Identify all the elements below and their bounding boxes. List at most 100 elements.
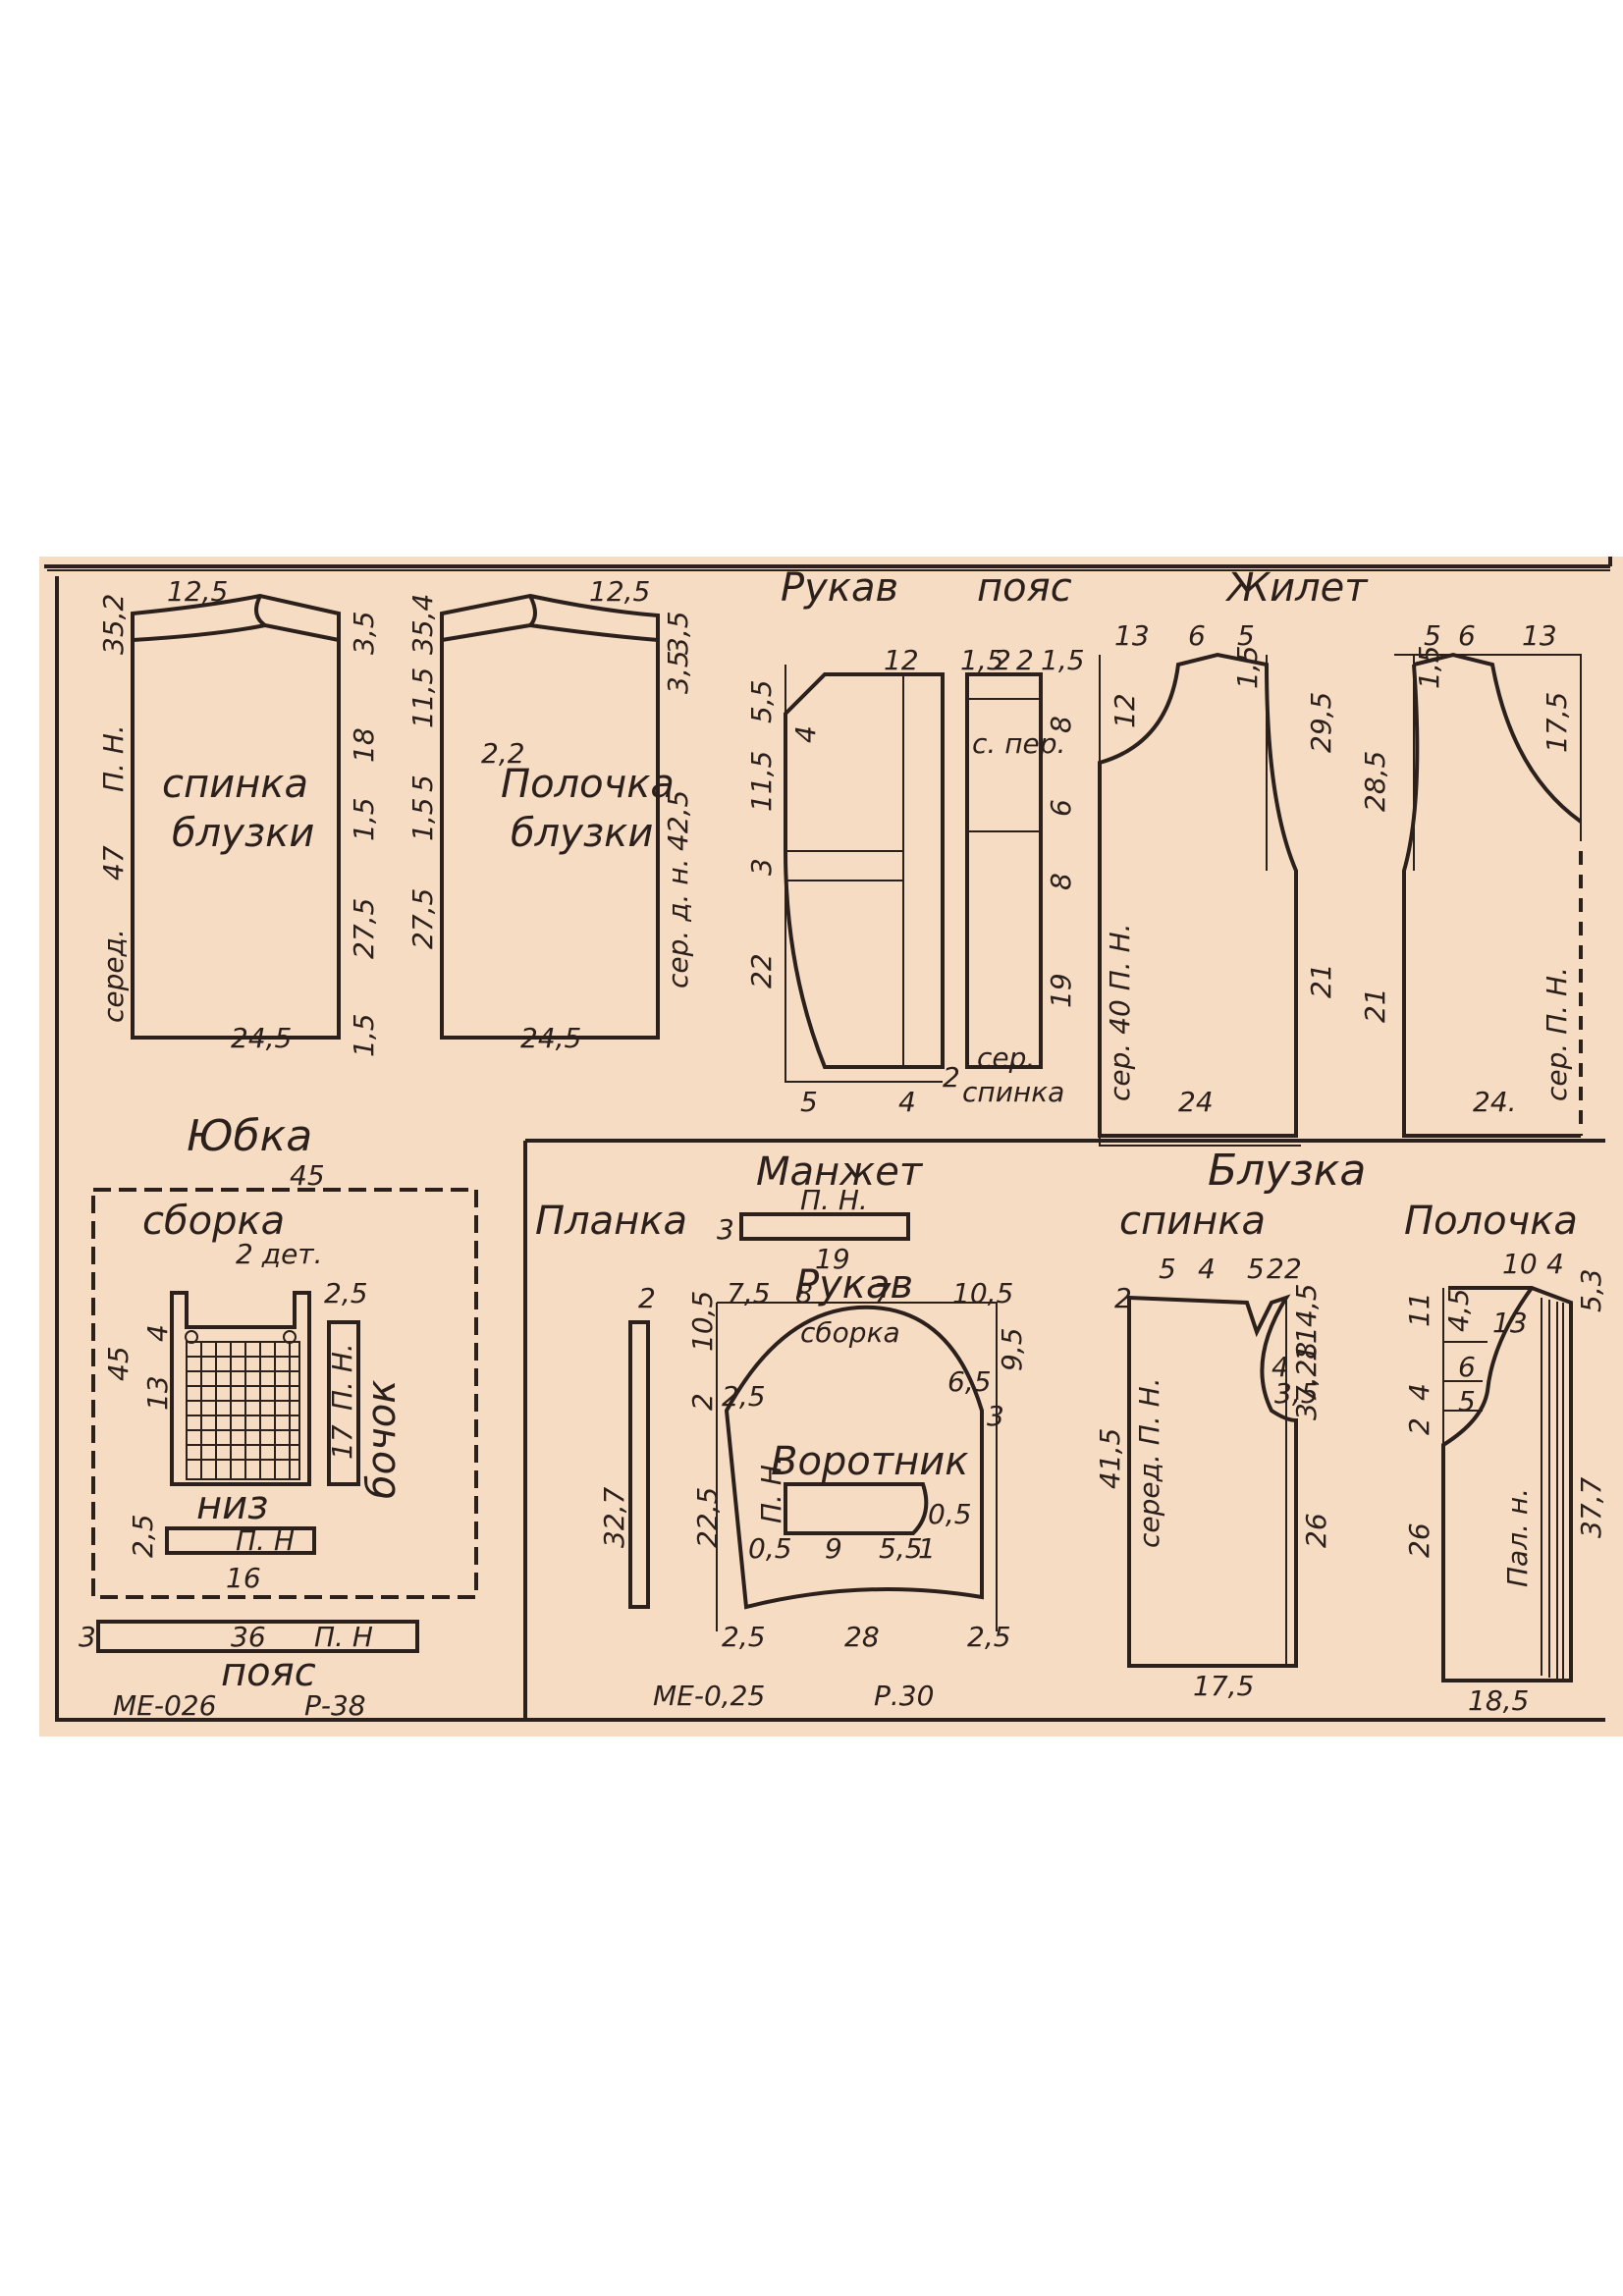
blouse2-bk-r4: 3,5 [1274, 1377, 1319, 1410]
blouse2-front-piece: 10 4 11 4,5 6 5 2 4 26 13 5,3 37,7 Пал. … [1403, 1248, 1607, 1717]
blouse2-section: Блузка спинка Полочка [1119, 1146, 1578, 1244]
belt-label-2: сер. [977, 1041, 1035, 1074]
collar-c3: 5,5 [879, 1532, 923, 1565]
vest-piece-b: 5 6 13 1,5 28,5 17,5 21 сер. П. Н. 24. [1359, 619, 1583, 1138]
blouse-back-l3: 47 [97, 845, 130, 881]
skirt-section: Юбка 45 сборка 2 дет. 45 4 13 2,5 П. Н. … [79, 1111, 478, 1722]
vest-a-l1: 12 [1109, 693, 1141, 728]
vest-a-r2: 21 [1305, 963, 1337, 998]
sleeve-piece: Рукав 12 5,5 4 11,5 3 22 5 4 2 [745, 565, 960, 1118]
vest-a-l2: сер. 40 П. Н. [1104, 923, 1136, 1101]
blouse-back-r5: 1,5 [348, 1013, 380, 1057]
cuff-title: Манжет [756, 1149, 924, 1195]
blouse2-back-piece: 5 4 5 2 2 2 4,5 11 4 3,5 37,28 26 41,5 с… [1094, 1253, 1332, 1702]
collar-c2: 9 [825, 1532, 842, 1565]
skirt-r3: 17 [326, 1424, 358, 1460]
skirt-title: Юбка [187, 1111, 312, 1161]
vest-a-t4: 1,5 [1231, 645, 1264, 689]
sleeve2-t4: 10,5 [952, 1277, 1013, 1309]
blouse2-bk-l0: 2 [1114, 1282, 1132, 1314]
blouse2-fr-r1: 5,3 [1575, 1268, 1607, 1312]
blouse-back-l4: серед. [97, 929, 130, 1023]
blouse2-fr-t1: 10 [1502, 1248, 1538, 1280]
blouse2-fr-t2: 4 [1546, 1248, 1564, 1280]
blouse-back-piece: 12,5 24,5 спинка блузки 35,2 П. Н. 47 се… [97, 575, 380, 1057]
sleeve2-r3: 3 [987, 1400, 1004, 1432]
blouse2-bk-t3: 5 [1247, 1253, 1265, 1285]
pattern-sheet: 12,5 24,5 спинка блузки 35,2 П. Н. 47 се… [39, 557, 1623, 1736]
skirt-note-1: сборка [142, 1199, 285, 1244]
sleeve2-code: МЕ-0,25 [653, 1680, 765, 1712]
vest-b-t3: 13 [1522, 619, 1557, 652]
blouse-back-title-2: блузки [172, 811, 314, 856]
collar-c1: 0,5 [748, 1532, 792, 1565]
skirt-belt-in: П. Н [314, 1621, 373, 1653]
sleeve2-t1: 7,5 [727, 1277, 771, 1309]
sleeve-b2: 4 [898, 1086, 916, 1118]
sleeve-b3: 2 [943, 1061, 960, 1094]
blouse-front-title-2: блузки [511, 811, 653, 856]
vest-piece-a: Жилет 13 6 5 1,5 12 29,5 21 сер. 40 П. Н… [1098, 565, 1369, 1147]
blouse2-bk-b: 17,5 [1193, 1670, 1254, 1702]
skirt-l1: 45 [102, 1346, 135, 1381]
skirt-note-2: 2 дет. [236, 1238, 323, 1270]
sleeve2-piece: Рукав 7,5 8 7 10,5 сборка 10,5 2 2,5 22,… [653, 1262, 1028, 1712]
blouse2-bk-l2: серед. П. Н. [1133, 1377, 1165, 1548]
blouse2-bk-t4: 2 [1267, 1253, 1284, 1285]
sleeve2-l3: 2,5 [722, 1380, 766, 1413]
blouse-front-mark: 2,2 [481, 737, 525, 770]
skirt-belt-l: 3 [79, 1621, 96, 1653]
blouse-front-l3: 5 [406, 774, 439, 792]
cuff-len: 19 [815, 1243, 850, 1275]
vest-a-t2: 6 [1188, 619, 1206, 652]
sleeve2-note: сборка [800, 1316, 900, 1349]
blouse2-bk-r6: 26 [1300, 1513, 1332, 1548]
sleeve-title: Рукав [781, 565, 898, 611]
blouse-back-r4: 27,5 [348, 898, 380, 959]
sleeve-l4: 3 [745, 858, 778, 876]
belt-label-1: с. пер. [972, 727, 1065, 760]
blouse2-bk-r2: 11 [1290, 1326, 1323, 1362]
collar-in: П. Н. [755, 1456, 787, 1523]
frame-border [55, 576, 1605, 1722]
vest-b-l2: 21 [1359, 988, 1391, 1023]
placket-piece: Планка 2 32,7 [535, 1199, 687, 1609]
sleeve2-title: Рукав [795, 1262, 913, 1308]
blouse2-bk-r1: 4,5 [1290, 1283, 1323, 1327]
cuff-in: П. Н. [800, 1184, 868, 1216]
sleeve2-b2: 28 [844, 1621, 880, 1653]
belt-r4: 19 [1045, 973, 1077, 1008]
belt-t2: 2 [994, 644, 1011, 676]
pattern-drawing: 12,5 24,5 спинка блузки 35,2 П. Н. 47 се… [44, 557, 1612, 1722]
blouse-front-bottom: 24,5 [520, 1022, 581, 1054]
sleeve-b1: 5 [800, 1086, 818, 1118]
blouse-front-l5: 27,5 [406, 888, 439, 949]
belt-t1: 1,5 [960, 644, 1004, 676]
top-rule [44, 557, 1612, 568]
blouse-back-top: 12,5 [167, 575, 228, 608]
belt-r2: 6 [1045, 799, 1077, 817]
skirt-r1: 2,5 [324, 1277, 368, 1309]
vest-a-t3: 5 [1237, 619, 1255, 652]
sleeve2-b3: 2,5 [967, 1621, 1011, 1653]
sleeve2-r2: 6,5 [947, 1365, 992, 1398]
vest-a-r1: 29,5 [1305, 692, 1337, 753]
sleeve-l5: 22 [745, 953, 778, 988]
vest-b-t1: 5 [1424, 619, 1441, 652]
blouse2-front-title: Полочка [1404, 1199, 1578, 1244]
skirt-r2: П. Н. [326, 1343, 358, 1411]
sleeve2-t2: 8 [795, 1277, 813, 1309]
blouse-back-r2: 18 [348, 727, 380, 763]
blouse2-bk-l1: 41,5 [1094, 1428, 1126, 1489]
blouse-back-title-1: спинка [162, 762, 308, 807]
belt-title: пояс [977, 565, 1072, 611]
vest-b-t4: 1,5 [1413, 645, 1445, 689]
blouse-front-r3: 42,5 [662, 790, 694, 851]
sleeve-l3: 11,5 [745, 751, 778, 812]
blouse2-fr-l2: 4,5 [1442, 1288, 1475, 1332]
blouse2-fr-l4: 5 [1458, 1385, 1476, 1417]
vest-b-bottom: 24. [1473, 1086, 1517, 1118]
blouse-front-piece: 12,5 24,5 Полочка блузки 2,2 35,4 11,5 5… [406, 575, 694, 1054]
vest-b-r2: сер. П. Н. [1541, 967, 1573, 1101]
blouse2-fr-b: 18,5 [1468, 1684, 1529, 1717]
